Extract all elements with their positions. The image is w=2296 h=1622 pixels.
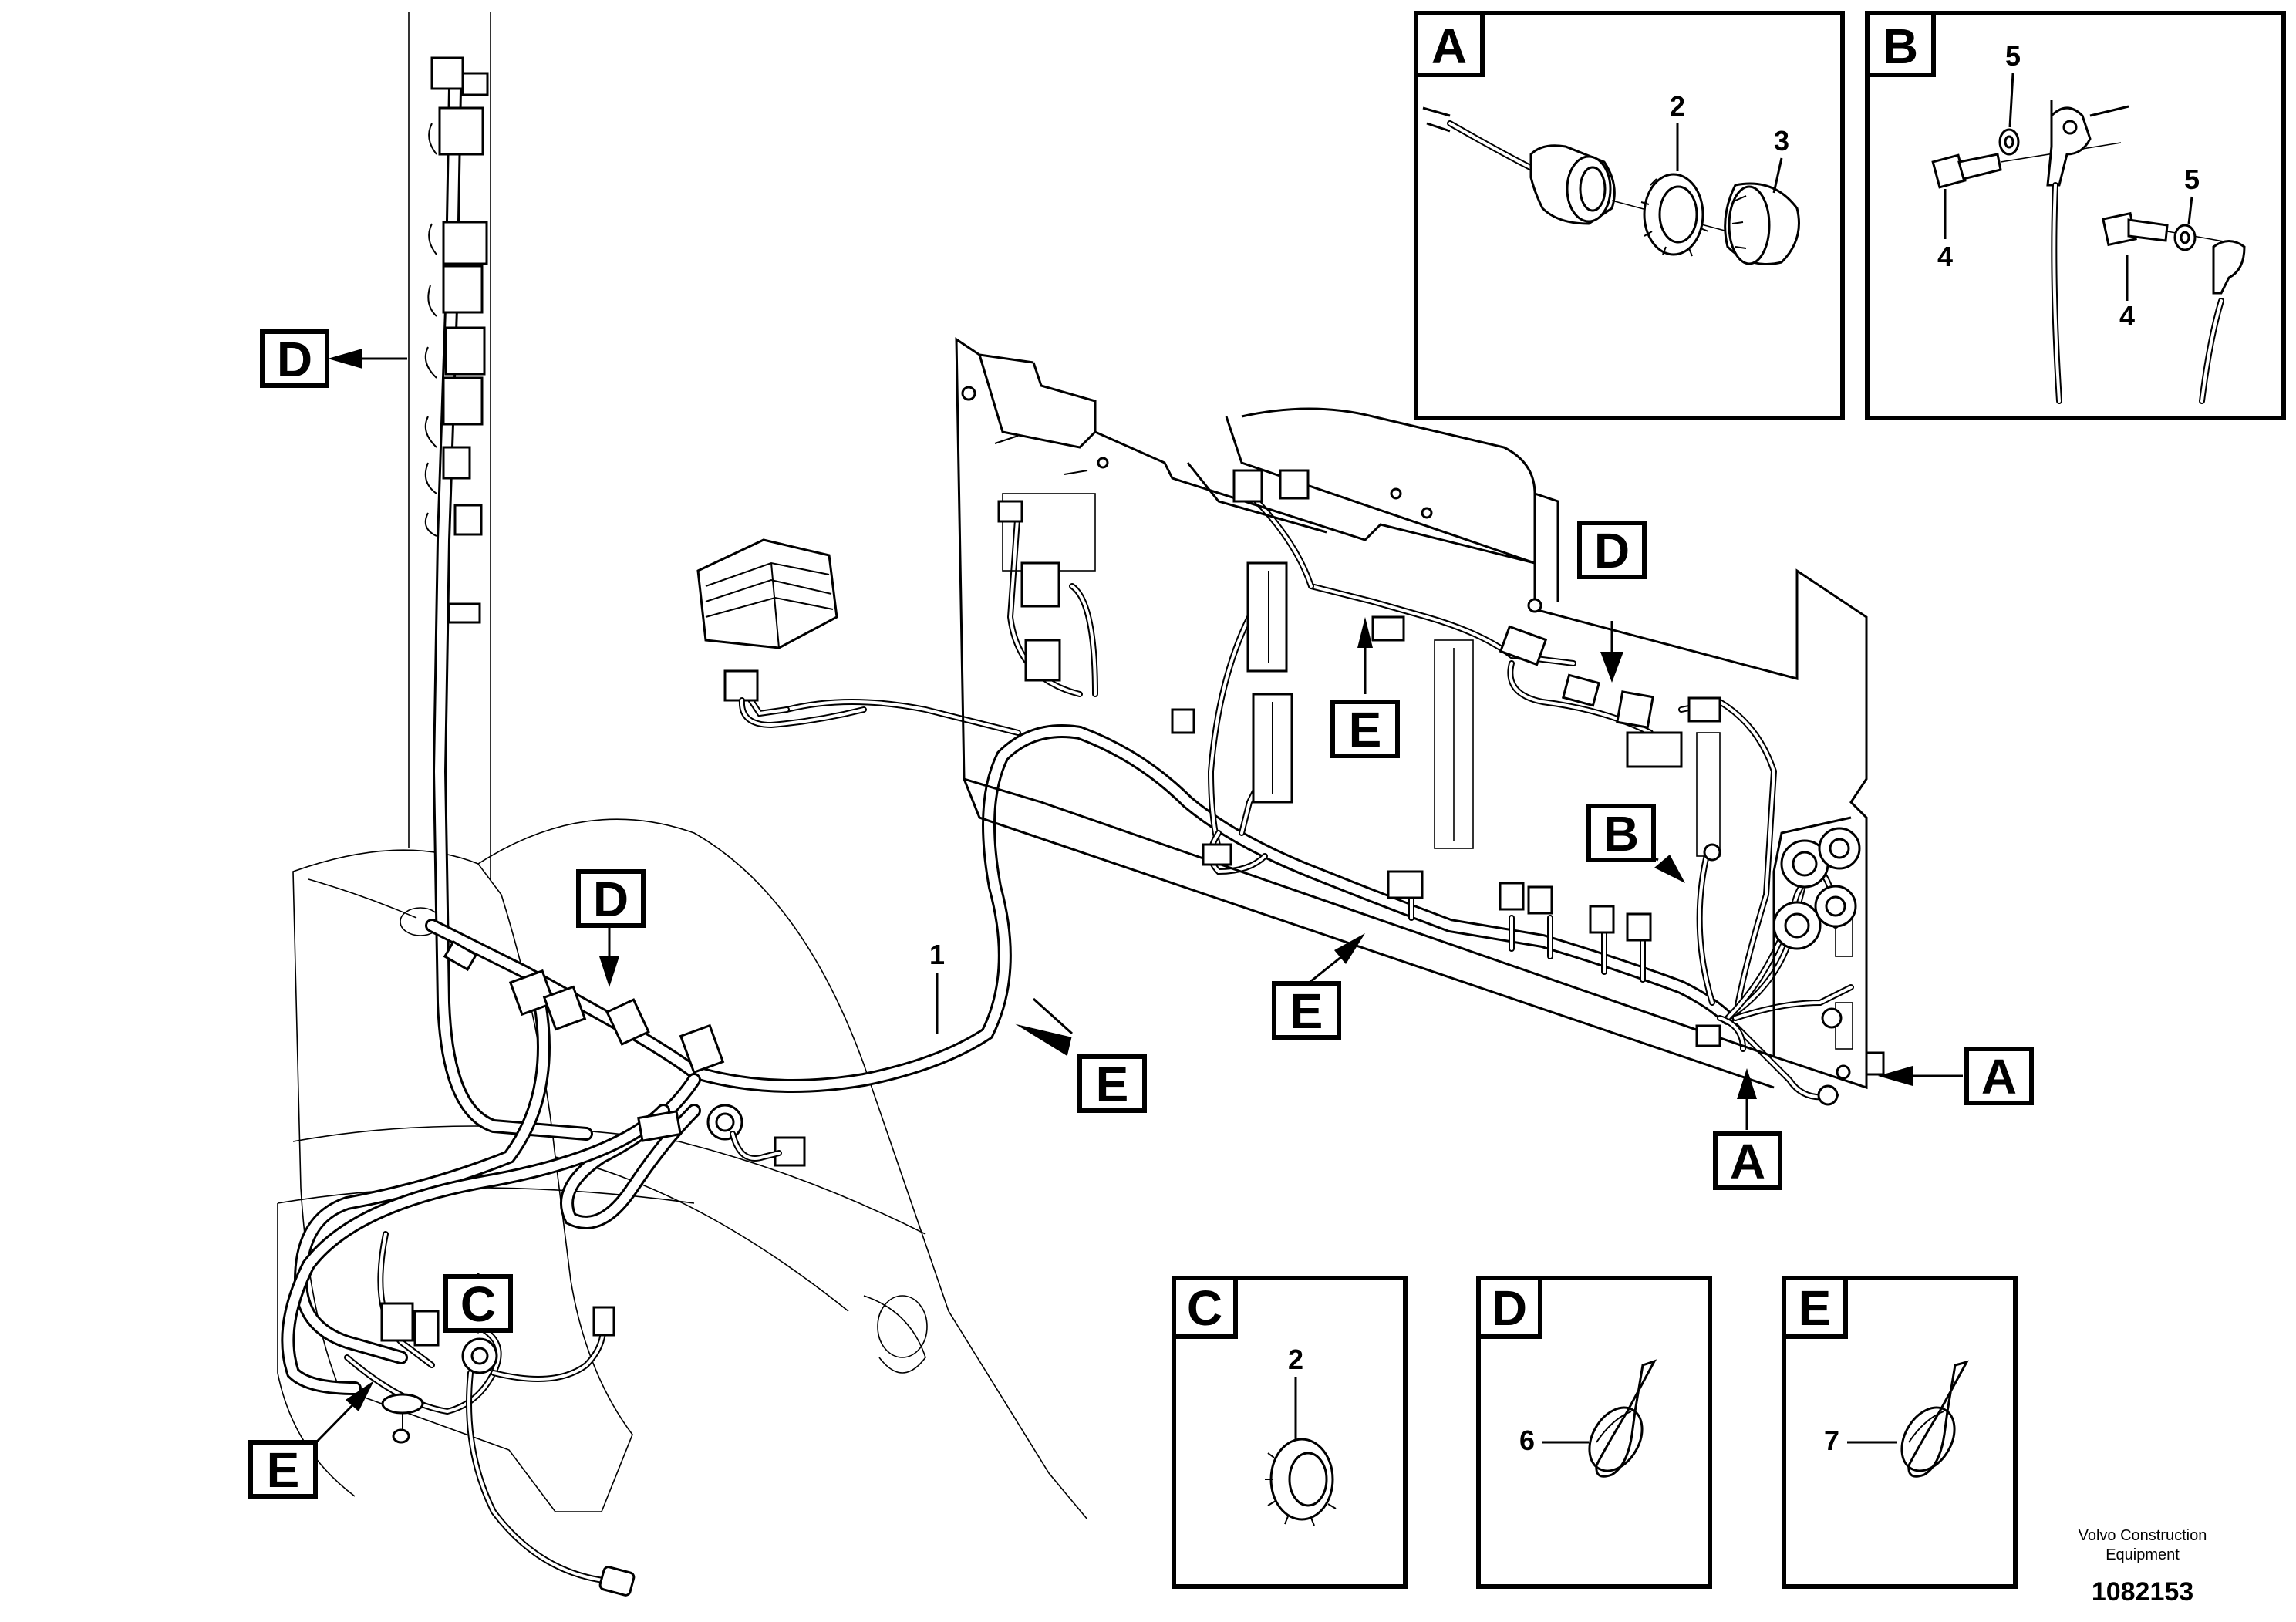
svg-text:D: D	[277, 332, 312, 387]
svg-text:3: 3	[1774, 125, 1789, 157]
callout-a-panel-right: A	[1964, 1047, 2034, 1105]
control-panel	[955, 337, 1868, 1090]
panel-connectors	[997, 469, 1885, 1106]
seat-outline	[277, 818, 1088, 1520]
callout-a-panel-bottom: A	[1713, 1131, 1782, 1190]
svg-text:C: C	[460, 1276, 496, 1332]
svg-text:2: 2	[1670, 90, 1685, 122]
svg-text:2: 2	[1288, 1344, 1303, 1375]
svg-text:A: A	[1730, 1134, 1765, 1189]
svg-text:D: D	[1594, 523, 1630, 578]
callout-d-panel: D	[1577, 521, 1647, 579]
callout-e-panel-lower: E	[1272, 981, 1341, 1040]
svg-text:5: 5	[2005, 40, 2021, 72]
svg-text:6: 6	[1519, 1425, 1535, 1456]
svg-text:E: E	[1290, 983, 1323, 1039]
svg-text:E: E	[1799, 1280, 1832, 1336]
company-line-1: Volvo Construction	[2079, 1527, 2207, 1544]
svg-text:B: B	[1883, 19, 1918, 74]
svg-text:A: A	[1981, 1049, 2017, 1104]
svg-text:E: E	[267, 1442, 300, 1498]
svg-text:4: 4	[2119, 300, 2135, 332]
svg-text:5: 5	[2184, 164, 2200, 195]
harness-connectors	[380, 939, 806, 1597]
callout-e-middle: E	[1077, 1054, 1147, 1113]
vertical-post	[408, 12, 491, 879]
drawing-number: 1082153	[2092, 1577, 2193, 1607]
detail-frame-e: E 7	[1782, 1276, 2018, 1589]
svg-text:E: E	[1096, 1057, 1129, 1112]
detail-frame-a: A 2 3	[1414, 11, 1845, 420]
post-connectors	[424, 56, 489, 624]
relay-module	[696, 538, 867, 729]
part-number-1: 1	[929, 939, 945, 970]
detail-frame-d: D 6	[1476, 1276, 1712, 1589]
svg-text:D: D	[593, 872, 629, 927]
detail-frame-b: B 5 4 5 4	[1865, 11, 2286, 420]
callout-d-post: D	[260, 329, 329, 388]
callout-b-panel: B	[1586, 804, 1656, 862]
svg-text:C: C	[1187, 1280, 1222, 1336]
footer: Volvo Construction Equipment 1082153	[2079, 1527, 2207, 1607]
leader-lines	[315, 349, 1963, 1444]
svg-text:B: B	[1603, 806, 1639, 862]
svg-text:E: E	[1349, 702, 1382, 757]
company-line-2: Equipment	[2106, 1546, 2180, 1563]
callout-c-seat: C	[443, 1274, 513, 1333]
svg-text:D: D	[1492, 1280, 1527, 1336]
detail-frame-c: C 2	[1172, 1276, 1408, 1589]
callout-e-seat: E	[248, 1440, 318, 1499]
svg-text:A: A	[1431, 19, 1467, 74]
callout-e-panel-upper: E	[1330, 700, 1400, 758]
callout-d-seat: D	[576, 869, 646, 928]
svg-text:4: 4	[1937, 241, 1953, 272]
svg-text:7: 7	[1824, 1425, 1839, 1456]
